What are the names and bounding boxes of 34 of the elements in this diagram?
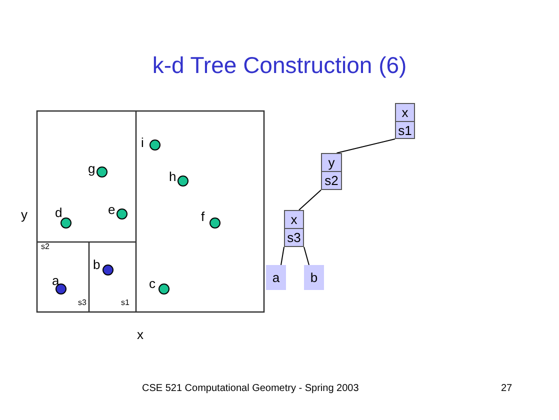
footer-text: CSE 521 Computational Geometry - Spring 2003	[142, 384, 359, 394]
point-label: f	[201, 210, 205, 223]
point-label: h	[169, 170, 176, 183]
node-key-label: b	[310, 269, 318, 286]
slide-title: k-d Tree Construction (6)	[151, 52, 408, 79]
axis-label: y	[21, 208, 28, 221]
leaf-node	[304, 265, 324, 290]
leaf-node	[266, 265, 286, 290]
point-label: e	[108, 203, 116, 216]
tree-edge	[336, 138, 396, 154]
split-label: s3	[78, 299, 86, 307]
point-label: a	[52, 274, 60, 287]
node-key-label: x	[400, 104, 410, 121]
point-label: i	[141, 136, 144, 149]
tree-edge	[304, 246, 310, 266]
split-label: s2	[41, 243, 50, 251]
node-key-label: y	[327, 154, 336, 171]
node-key-label: x	[290, 211, 298, 228]
page-number: 27	[501, 384, 512, 394]
node-split-label: s2	[322, 171, 341, 189]
axis-label: x	[137, 328, 144, 341]
tree-node	[284, 210, 304, 247]
tree-edge	[298, 190, 322, 210]
tree-edge	[280, 246, 284, 266]
tree-node	[395, 103, 415, 139]
point-label: d	[55, 206, 62, 219]
point-label: g	[88, 162, 96, 175]
tree-node	[321, 153, 342, 190]
node-split-label: s1	[396, 121, 414, 139]
point-label: b	[93, 258, 100, 271]
split-label: s1	[121, 299, 130, 307]
node-key-label: a	[272, 269, 280, 286]
point-label: c	[149, 277, 156, 290]
node-split-label: s3	[285, 228, 303, 246]
